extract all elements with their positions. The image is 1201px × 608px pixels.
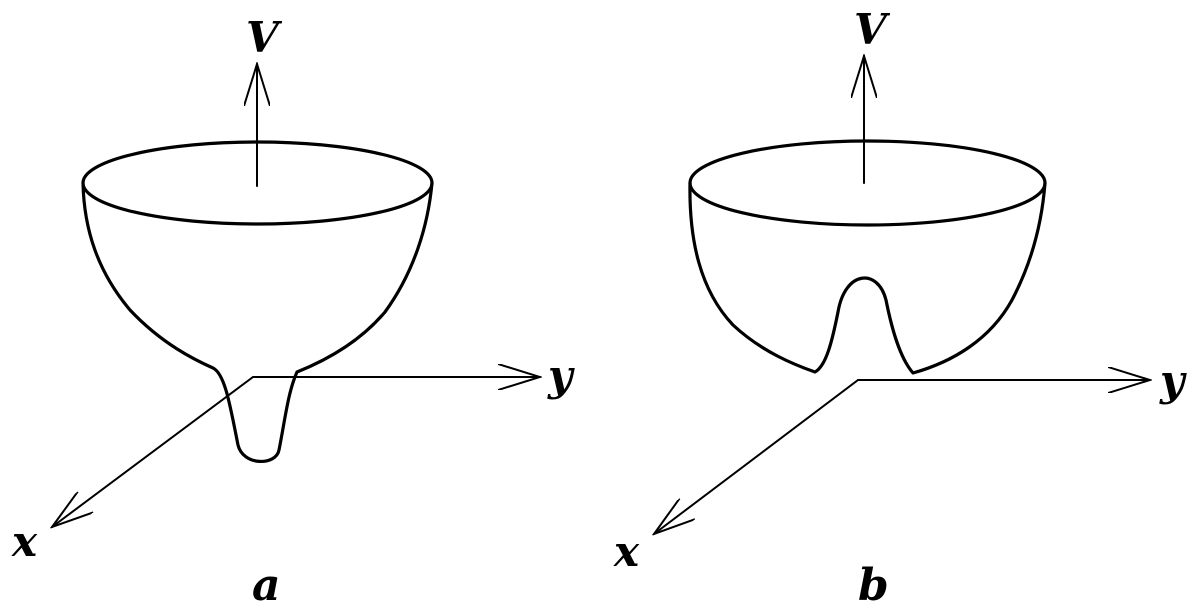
bowl-rim-b [688, 139, 1047, 227]
x-axis-label-b: x [613, 527, 640, 576]
panel-caption-a: a [252, 560, 281, 608]
panel-a: V y x a [11, 13, 575, 608]
v-axis-label-b: V [854, 5, 891, 54]
x-axis-label-a: x [11, 517, 38, 566]
x-axis-arrow-a [52, 376, 254, 527]
y-axis-label-a: y [547, 351, 575, 400]
bowl-surface-a [81, 181, 434, 464]
panel-caption-b: b [858, 560, 889, 608]
bowl-surface-b [688, 181, 1047, 375]
bowl-rim-a [81, 140, 434, 226]
y-axis-label-b: y [1159, 356, 1187, 405]
v-axis-label-a: V [246, 13, 283, 62]
x-axis-arrow-b [654, 379, 859, 534]
panel-b: V y x b [613, 5, 1187, 608]
